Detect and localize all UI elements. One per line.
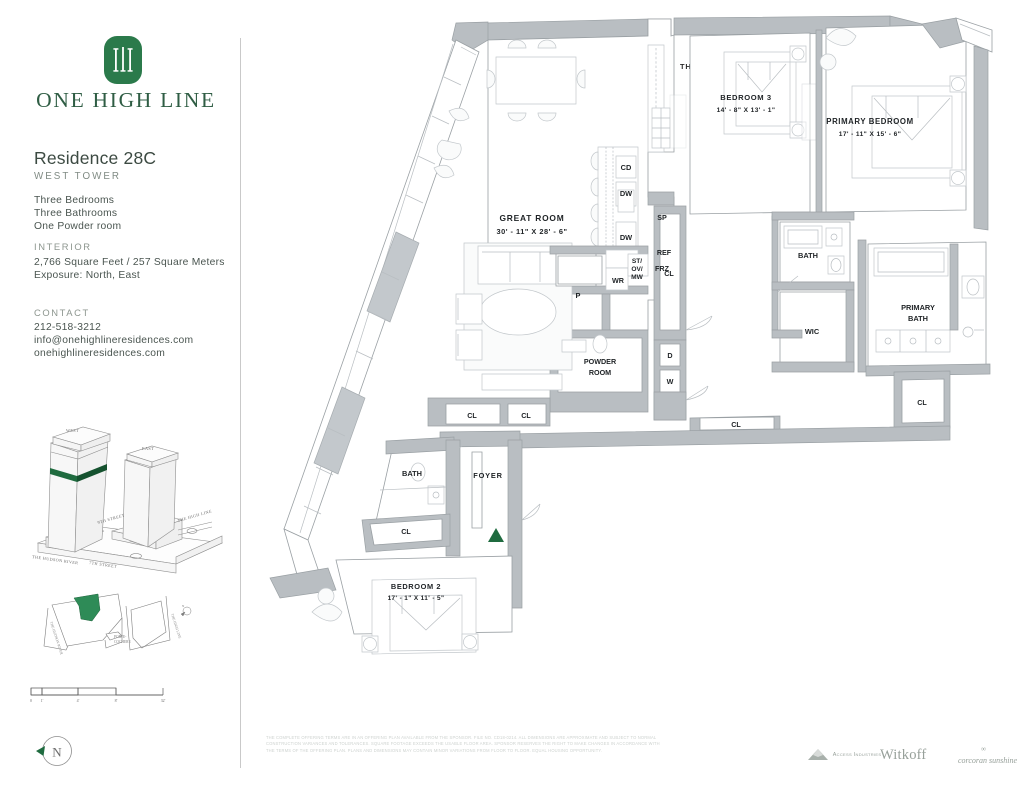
footer-logos: Access Industries Witkoff corcoran sunsh… xyxy=(795,742,1020,770)
tower-diagram-highline-label: THE HIGH LINE xyxy=(177,508,212,523)
label-great-room-dims: 30' - 11" X 28' - 6" xyxy=(496,227,567,236)
label-dishwasher-1: DW xyxy=(620,189,632,198)
label-bedroom-3: BEDROOM 3 xyxy=(720,93,771,102)
contact-phone[interactable]: 212-518-3212 xyxy=(34,322,102,333)
label-closet-4: CL xyxy=(731,420,741,429)
one-high-line-monogram-icon xyxy=(104,36,142,84)
site-map-north-label: N xyxy=(182,604,185,608)
site-map-porte-cochere-label-2: COCHERE xyxy=(114,640,132,644)
label-primary-bath-line2: BATH xyxy=(908,314,928,323)
site-map-highline-label: THE HIGH LINE xyxy=(170,613,182,640)
interior-exposure: Exposure: North, East xyxy=(34,270,140,281)
tower-massing-diagram: WEST EAST 9TH STREET 7TH STREET THE HUDS… xyxy=(26,425,231,575)
contact-heading: CONTACT xyxy=(34,307,90,318)
tower-label: WEST TOWER xyxy=(34,171,121,182)
label-closet-5: CL xyxy=(917,398,927,407)
logo-access-industries: Access Industries xyxy=(807,748,881,761)
label-pantry: P xyxy=(576,291,581,300)
label-wine-refrigerator: WR xyxy=(612,276,625,285)
cs-monogram-icon: ∞ xyxy=(981,745,986,753)
label-dryer: D xyxy=(667,351,672,360)
contact-website[interactable]: onehighlineresidences.com xyxy=(34,348,166,359)
scale-tick-2: 4' xyxy=(77,699,80,703)
feature-powder-room: One Powder room xyxy=(34,221,122,232)
site-map-unit-highlight xyxy=(73,593,101,622)
contact-email[interactable]: info@onehighlineresidences.com xyxy=(34,335,194,346)
label-cooktop-drawer: CD xyxy=(621,163,632,172)
sidebar: ONE HIGH LINE Residence 28C WEST TOWER T… xyxy=(0,0,240,800)
label-closet-2: CL xyxy=(521,411,531,420)
label-closet-6: CL xyxy=(401,527,411,536)
label-closet-1: CL xyxy=(467,411,477,420)
label-dishwasher-2: DW xyxy=(620,233,632,242)
scale-tick-4: 32' xyxy=(161,699,166,703)
label-powder-room-line1: POWDER xyxy=(584,357,617,366)
tower-diagram-west-label: WEST xyxy=(66,428,79,433)
brand-title: ONE HIGH LINE xyxy=(36,88,216,112)
triangle-mountain-icon xyxy=(808,749,828,760)
label-great-room: GREAT ROOM xyxy=(499,213,564,223)
label-foyer: FOYER xyxy=(473,471,502,480)
label-sink-prep: SP xyxy=(657,213,667,222)
label-bedroom-3-dims: 14' - 8" X 13' - 1" xyxy=(717,107,776,114)
site-map-porte-cochere-label-1: PORTE- xyxy=(114,635,127,639)
interior-heading: INTERIOR xyxy=(34,241,92,252)
entry-triangle-icon xyxy=(488,528,504,542)
highlighted-floor-band xyxy=(50,464,107,482)
scale-tick-0: 0 xyxy=(30,699,32,703)
feature-bathrooms: Three Bathrooms xyxy=(34,208,118,219)
label-primary-bedroom-dims: 17' - 11" X 15' - 6" xyxy=(839,131,901,138)
label-freezer: FRZ xyxy=(655,264,670,273)
label-stove-oven-mw-2: OV/ xyxy=(631,266,643,273)
feature-bedrooms: Three Bedrooms xyxy=(34,195,115,206)
page-title: Residence 28C xyxy=(34,148,157,168)
tower-diagram-east-label: EAST xyxy=(142,446,154,451)
scale-bar: 0 1' 4' 8' 32' xyxy=(28,684,203,712)
compass-rose-icon: N xyxy=(34,730,76,772)
scale-tick-3: 8' xyxy=(115,699,118,703)
label-refrigerator: REF xyxy=(657,248,672,257)
label-primary-bedroom: PRIMARY BEDROOM xyxy=(826,117,913,126)
label-wic: WIC xyxy=(805,327,820,336)
label-primary-bath-line1: PRIMARY xyxy=(901,303,935,312)
label-stove-oven-mw-1: ST/ xyxy=(632,258,642,265)
label-bath-secondary: BATH xyxy=(402,469,422,478)
compass-needle-icon xyxy=(36,746,45,756)
label-bedroom-2-dims: 17' - 1" X 11' - 5" xyxy=(388,595,445,602)
footer-disclaimer: THE COMPLETE OFFERING TERMS ARE IN AN OF… xyxy=(266,735,660,753)
logo-witkoff: Witkoff xyxy=(880,747,927,763)
logo-corcoran-sunshine: corcoran sunshine xyxy=(958,756,1018,765)
tower-diagram-street-lower: 7TH STREET xyxy=(89,560,118,569)
label-bedroom-2: BEDROOM 2 xyxy=(391,582,441,591)
label-closet-corridor: CL xyxy=(664,269,674,278)
floor-plan-drawing: THE HIGH LINE .wall { fill:#b9bec2; stro… xyxy=(250,0,1036,800)
label-bath-main: BATH xyxy=(798,251,818,260)
interior-area: 2,766 Square Feet / 257 Square Meters xyxy=(34,257,225,268)
label-powder-room-line2: ROOM xyxy=(589,368,611,377)
vertical-divider xyxy=(240,38,241,768)
label-stove-oven-mw-3: MW xyxy=(631,274,643,281)
scale-tick-1: 1' xyxy=(41,699,44,703)
site-map-diagram: THE HUDSON RIVER THE HIGH LINE PORTE- CO… xyxy=(30,588,220,663)
label-washer: W xyxy=(667,377,674,386)
compass-north-label: N xyxy=(52,745,62,760)
tower-diagram-river-label: THE HUDSON RIVER xyxy=(32,554,79,565)
